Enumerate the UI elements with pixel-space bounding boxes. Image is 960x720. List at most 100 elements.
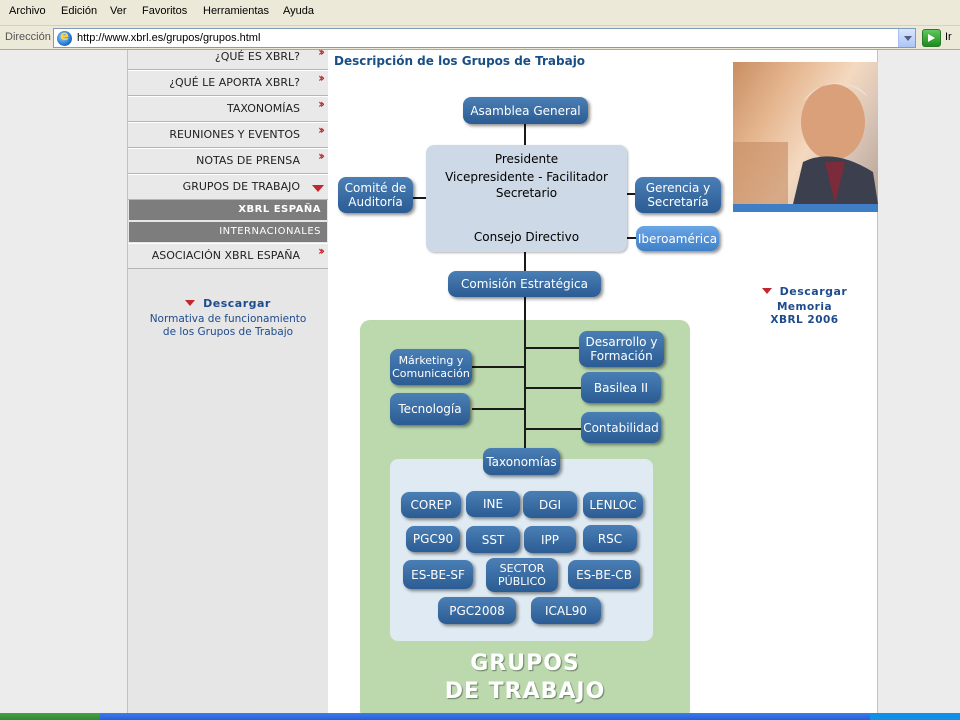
tax-item-dgi[interactable]: DGI — [523, 491, 577, 518]
download-title: Descargar — [731, 285, 878, 298]
address-bar: Dirección http://www.xbrl.es/grupos/grup… — [0, 26, 960, 50]
subnav-xbrl-espana[interactable]: XBRL ESPAÑA — [129, 200, 327, 220]
tax-item-pgc90[interactable]: PGC90 — [406, 526, 460, 552]
tax-item-sst[interactable]: SST — [466, 526, 520, 553]
go-arrow-icon[interactable] — [922, 29, 941, 47]
download-link-line2[interactable]: de los Grupos de Trabajo — [162, 326, 294, 338]
nav-item-label: ¿QUÉ LE APORTA XBRL? — [169, 76, 300, 89]
tax-item-corep[interactable]: COREP — [401, 492, 461, 518]
download-label: Descargar — [203, 297, 271, 310]
double-chevron-right-icon: ›› — [318, 50, 325, 59]
download-title: Descargar — [128, 297, 328, 310]
connector-line — [472, 408, 524, 410]
presidencia-box: Presidente Vicepresidente - Facilitador … — [426, 145, 627, 252]
node-comision-estrategica[interactable]: Comisión Estratégica — [448, 271, 601, 297]
nav-item-taxonomias[interactable]: TAXONOMÍAS ›› — [128, 96, 328, 122]
connector-line — [524, 124, 526, 146]
page-viewport: ¿QUÉ ES XBRL? ›› ¿QUÉ LE APORTA XBRL? ››… — [0, 50, 960, 713]
page-title: Descripción de los Grupos de Trabajo — [334, 54, 586, 68]
triangle-down-icon — [185, 300, 196, 306]
triangle-down-icon — [761, 288, 772, 294]
businessman-photo — [733, 62, 878, 204]
nav-item-label: ¿QUÉ ES XBRL? — [214, 50, 300, 63]
nav-item-que-le-aporta[interactable]: ¿QUÉ LE APORTA XBRL? ›› — [128, 70, 328, 96]
taskbar — [0, 713, 960, 720]
connector-line — [472, 366, 524, 368]
address-label: Dirección — [5, 31, 51, 43]
system-tray — [870, 713, 960, 720]
chevron-down-icon[interactable] — [898, 29, 915, 47]
nav-item-grupos-trabajo[interactable]: GRUPOS DE TRABAJO — [128, 174, 328, 200]
node-basilea[interactable]: Basilea II — [581, 372, 661, 403]
secretario-label: Secretario — [495, 186, 558, 200]
menu-ayuda[interactable]: Ayuda — [283, 5, 314, 17]
nav-item-label: GRUPOS DE TRABAJO — [182, 180, 300, 193]
photo-illustration — [733, 83, 878, 204]
connector-line — [526, 347, 580, 349]
presidente-label: Presidente — [494, 152, 559, 166]
nav-item-label: TAXONOMÍAS — [226, 102, 300, 115]
right-sidebar: Descargar Memoria XBRL 2006 — [731, 50, 878, 713]
ie-page-icon — [57, 29, 72, 46]
download-memoria[interactable]: Descargar Memoria XBRL 2006 — [731, 285, 878, 327]
download-link-line1[interactable]: Normativa de funcionamiento — [149, 313, 307, 325]
photo-accent-bar — [733, 204, 878, 212]
tax-item-ical90[interactable]: ICAL90 — [531, 597, 601, 624]
triangle-down-icon — [312, 185, 324, 192]
tax-item-rsc[interactable]: RSC — [583, 525, 637, 552]
nav-item-label: REUNIONES Y EVENTOS — [169, 128, 300, 141]
menu-archivo[interactable]: Archivo — [9, 5, 46, 17]
nav-item-que-es-xbrl[interactable]: ¿QUÉ ES XBRL? ›› — [128, 50, 328, 70]
tax-item-pgc2008[interactable]: PGC2008 — [438, 597, 516, 624]
double-chevron-right-icon: ›› — [318, 97, 325, 111]
node-taxonomias[interactable]: Taxonomías — [483, 448, 560, 475]
tax-item-es-be-cb[interactable]: ES-BE-CB — [568, 560, 640, 589]
tax-item-es-be-sf[interactable]: ES-BE-SF — [403, 560, 473, 589]
vicepresidente-label: Vicepresidente - Facilitador — [445, 170, 608, 184]
nav-item-notas-prensa[interactable]: NOTAS DE PRENSA ›› — [128, 148, 328, 174]
double-chevron-right-icon: ›› — [318, 71, 325, 85]
node-contabilidad[interactable]: Contabilidad — [581, 412, 661, 443]
connector-line — [526, 428, 582, 430]
tax-item-ipp[interactable]: IPP — [524, 526, 576, 553]
node-gerencia-secretaria[interactable]: Gerencia y Secretaría — [635, 177, 721, 213]
consejo-directivo-label: Consejo Directivo — [473, 230, 580, 244]
node-desarrollo-formacion[interactable]: Desarrollo y Formación — [579, 331, 664, 367]
node-tecnologia[interactable]: Tecnología — [390, 393, 470, 425]
left-sidebar: ¿QUÉ ES XBRL? ›› ¿QUÉ LE APORTA XBRL? ››… — [127, 50, 328, 713]
download-normativa[interactable]: Descargar Normativa de funcionamiento de… — [128, 297, 328, 339]
nav-item-label: ASOCIACIÓN XBRL ESPAÑA — [151, 249, 300, 262]
tax-item-sector-publico[interactable]: SECTOR PÚBLICO — [486, 558, 558, 592]
connector-line — [524, 296, 526, 456]
download-link-line2[interactable]: XBRL 2006 — [770, 314, 839, 326]
connector-line — [408, 197, 428, 199]
nav-item-reuniones[interactable]: REUNIONES Y EVENTOS ›› — [128, 122, 328, 148]
subnav-internacionales[interactable]: INTERNACIONALES — [129, 222, 327, 242]
watermark-line1: GRUPOS — [470, 651, 580, 676]
menu-ver[interactable]: Ver — [110, 5, 127, 17]
menu-favoritos[interactable]: Favoritos — [142, 5, 188, 17]
nav-item-label: NOTAS DE PRENSA — [196, 154, 300, 167]
watermark-line2: DE TRABAJO — [444, 679, 606, 704]
node-marketing-comunicacion[interactable]: Márketing y Comunicación — [390, 349, 472, 385]
connector-line — [524, 252, 526, 272]
menu-bar: Archivo Edición Ver Favoritos Herramient… — [0, 0, 960, 26]
connector-line — [526, 387, 582, 389]
start-button[interactable] — [0, 713, 100, 720]
double-chevron-right-icon: ›› — [318, 149, 325, 163]
node-asamblea-general[interactable]: Asamblea General — [463, 97, 588, 124]
download-label: Descargar — [779, 285, 848, 298]
go-button[interactable]: Ir — [945, 31, 952, 43]
download-link-line1[interactable]: Memoria — [776, 301, 833, 313]
node-comite-auditoria[interactable]: Comité de Auditoría — [338, 177, 413, 213]
address-input[interactable]: http://www.xbrl.es/grupos/grupos.html — [53, 28, 916, 48]
menu-herramientas[interactable]: Herramientas — [203, 5, 270, 17]
node-iberoamerica[interactable]: Iberoamérica — [636, 226, 719, 251]
menu-edicion[interactable]: Edición — [61, 5, 98, 17]
tax-item-ine[interactable]: INE — [466, 491, 520, 517]
nav-item-asociacion[interactable]: ASOCIACIÓN XBRL ESPAÑA ›› — [128, 243, 328, 269]
tax-item-lenloc[interactable]: LENLOC — [583, 492, 643, 518]
grupos-watermark: GRUPOS DE TRABAJO — [360, 650, 690, 706]
double-chevron-right-icon: ›› — [318, 123, 325, 137]
address-url[interactable]: http://www.xbrl.es/grupos/grupos.html — [77, 32, 261, 44]
